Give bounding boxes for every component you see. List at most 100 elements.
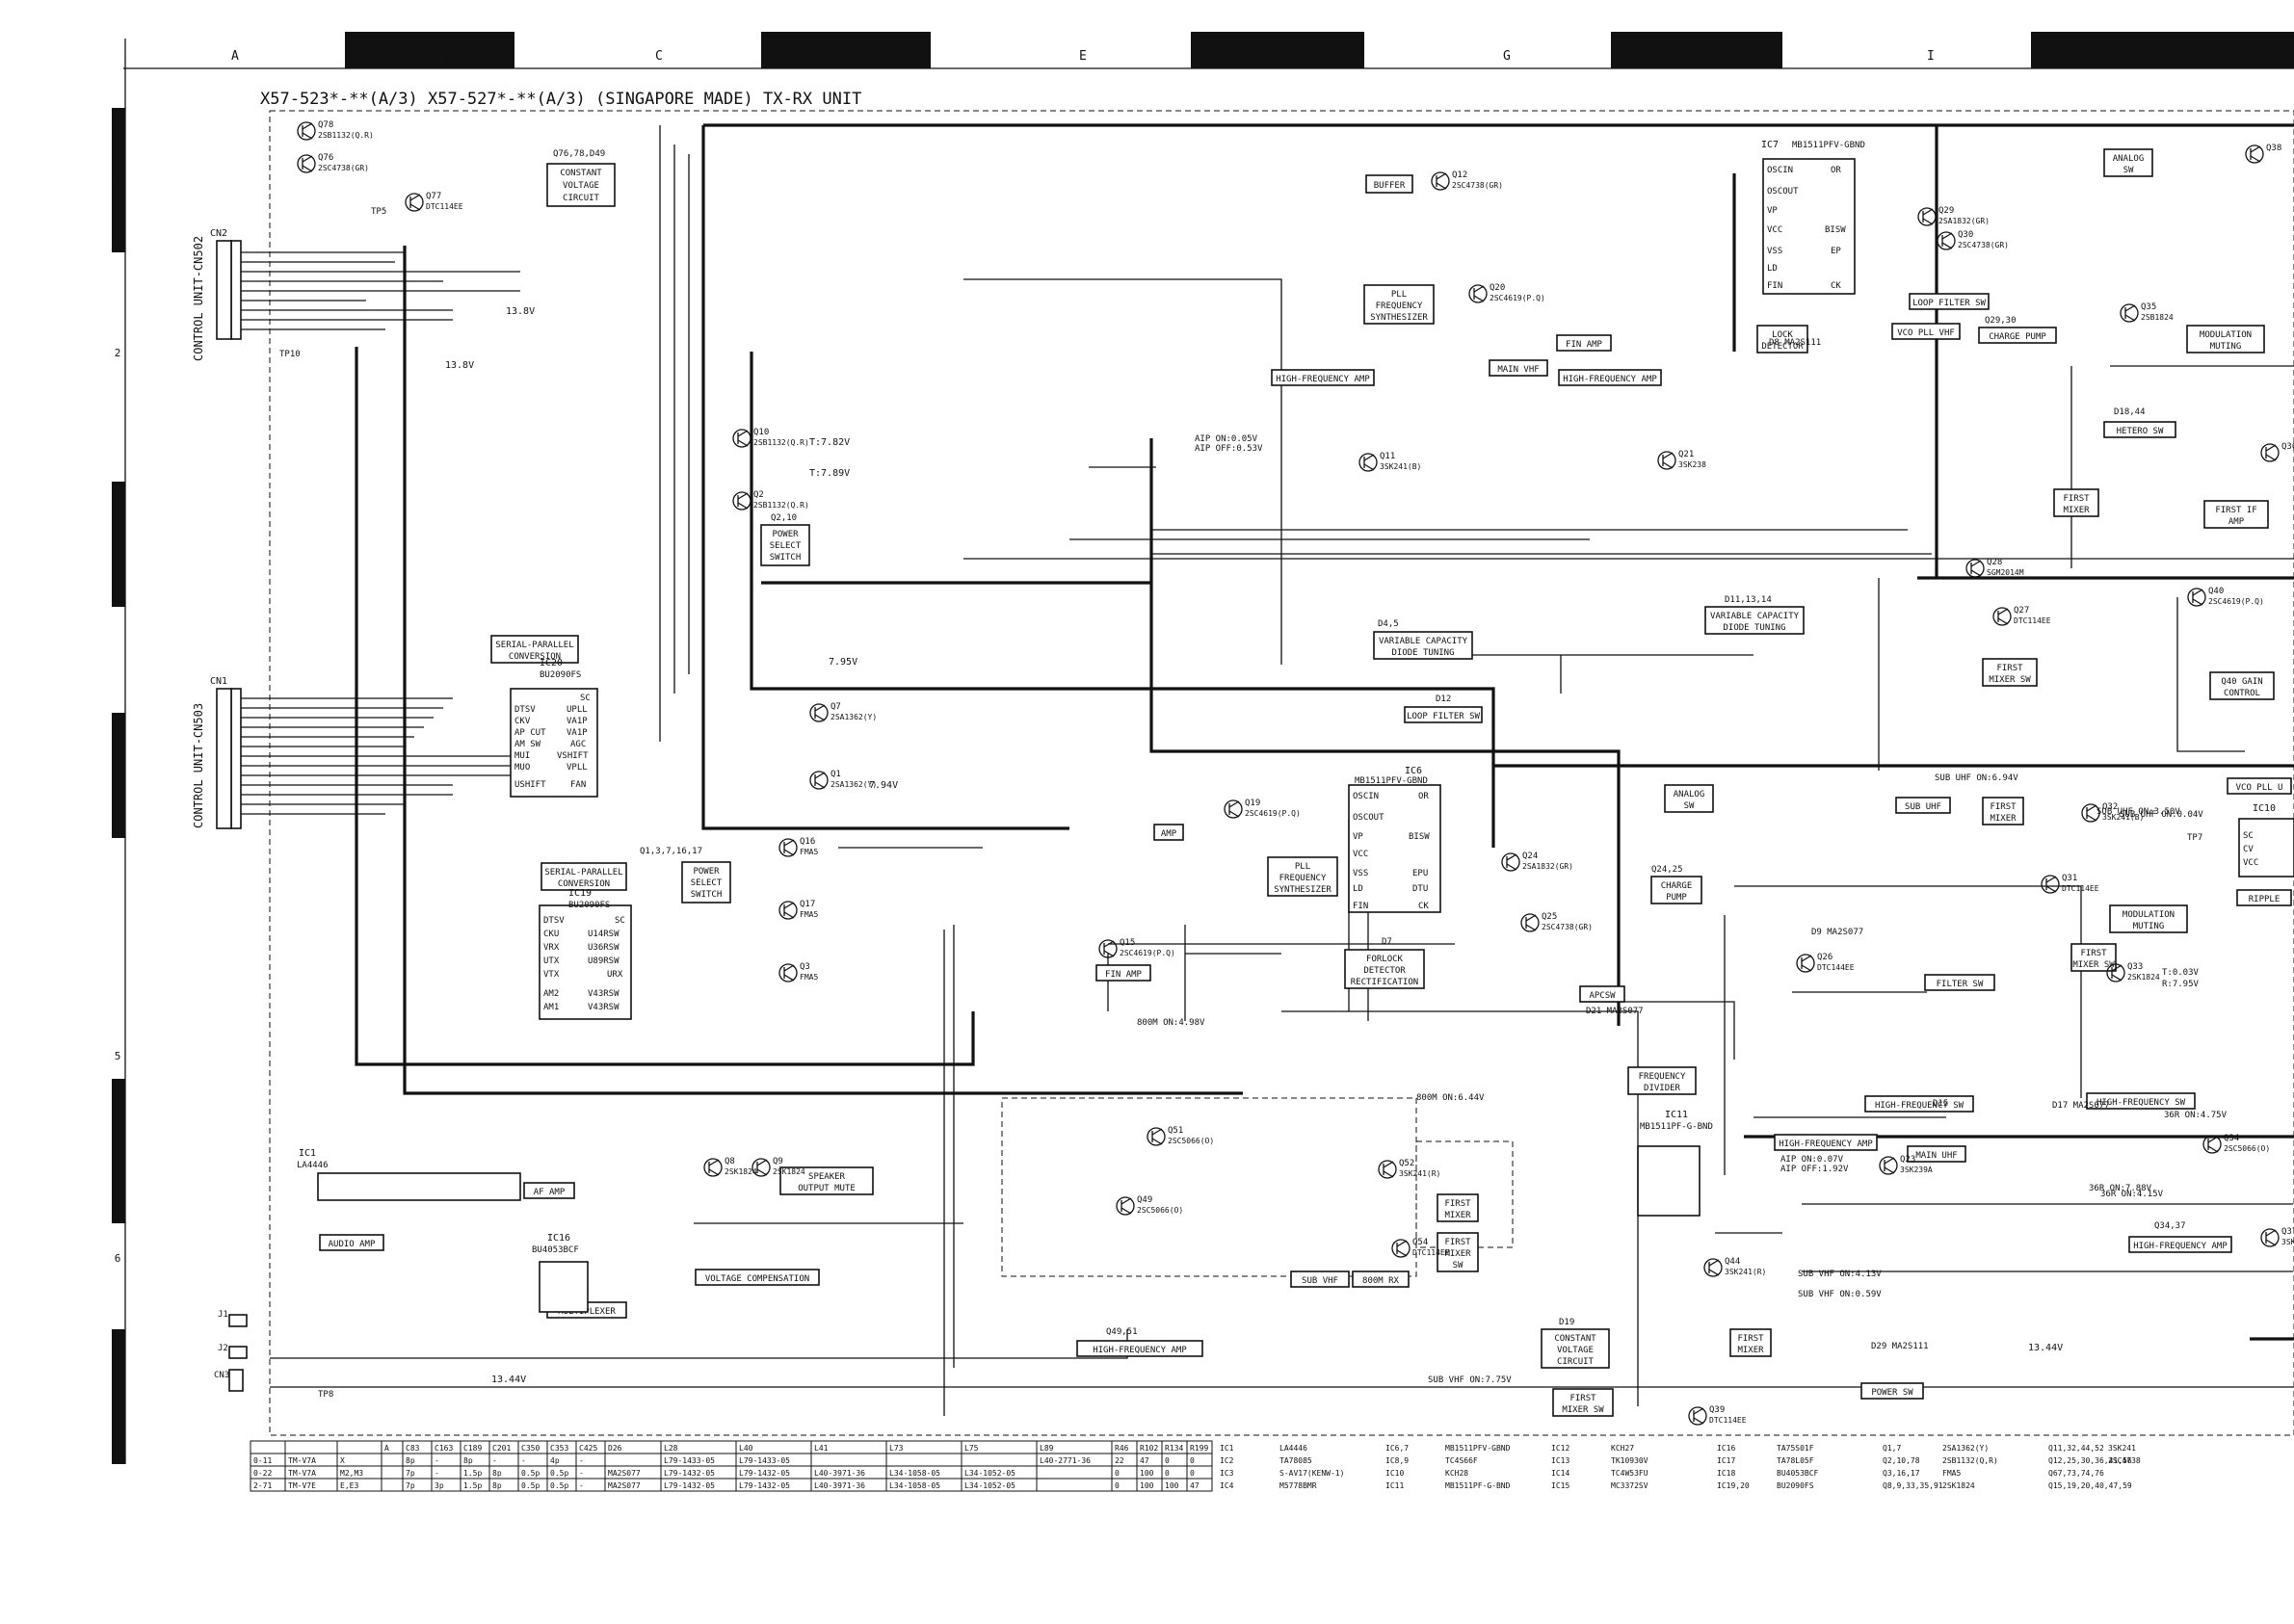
table-cell: 8p xyxy=(406,1456,415,1465)
svg-text:CONSTANT: CONSTANT xyxy=(1554,1334,1596,1344)
ic-packages: IC7 MB1511PFV-GBND OSCIN OSCOUT VP VCC V… xyxy=(297,140,2294,1313)
part-ref: IC14 xyxy=(1551,1469,1569,1478)
block-hfamp3: HIGH-FREQUENCY AMP xyxy=(1774,1134,1878,1151)
part-ref: Q12,25,30,36,41,56 xyxy=(2048,1456,2132,1465)
svg-text:D7: D7 xyxy=(1382,937,1392,947)
svg-text:PLL: PLL xyxy=(1391,290,1407,300)
svg-text:AIP ON:0.05V: AIP ON:0.05V xyxy=(1195,434,1258,444)
transistor-part: 2SC4619(P.Q) xyxy=(2208,597,2264,606)
transistor-ref: Q9 xyxy=(773,1157,783,1166)
svg-text:AIP ON:0.07V: AIP ON:0.07V xyxy=(1780,1155,1844,1165)
part-number: TC4W53FU xyxy=(1611,1469,1648,1478)
svg-text:AMP: AMP xyxy=(2228,517,2245,527)
table-cell: L79-1433-05 xyxy=(664,1456,715,1465)
transistor-ref: Q23 xyxy=(1900,1155,1915,1165)
svg-text:VCC: VCC xyxy=(1767,225,1782,235)
svg-text:MB1511PFV-GBND: MB1511PFV-GBND xyxy=(1355,776,1428,786)
transistor-ref: Q33 xyxy=(2127,962,2143,972)
svg-text:APCSW: APCSW xyxy=(1589,991,1616,1001)
svg-text:36R ON:4.15V: 36R ON:4.15V xyxy=(2100,1190,2164,1199)
part-number: FMA5 xyxy=(1942,1469,1961,1478)
unit-title: X57-523*-**(A/3) X57-527*-**(A/3) (SINGA… xyxy=(260,90,861,109)
block-buffer: BUFFER xyxy=(1365,174,1413,194)
svg-text:VP: VP xyxy=(1767,206,1778,216)
table-cell: L40-3971-36 xyxy=(814,1469,865,1478)
block-apcsw: APCSW xyxy=(1579,985,1625,1003)
svg-text:TP7: TP7 xyxy=(2187,833,2202,843)
table-cell: 100 xyxy=(1140,1469,1154,1478)
block-hfsw2: HIGH-FREQUENCY SW xyxy=(2086,1092,2196,1110)
svg-text:LOOP FILTER SW: LOOP FILTER SW xyxy=(1912,299,1986,308)
block-subuhf: SUB UHF xyxy=(1895,797,1951,814)
svg-text:HIGH-FREQUENCY AMP: HIGH-FREQUENCY AMP xyxy=(1093,1346,1187,1355)
transistor-part: 2SC4738(GR) xyxy=(1452,181,1503,190)
svg-text:T:7.89V: T:7.89V xyxy=(809,468,850,479)
column-letter: I xyxy=(1927,49,1935,64)
ic11: IC11 MB1511PF-G-BND xyxy=(1637,1110,1713,1217)
transistor-ref: Q76 xyxy=(318,153,333,163)
svg-text:TP8: TP8 xyxy=(318,1390,333,1400)
table-header: A xyxy=(384,1444,389,1453)
svg-text:SELECT: SELECT xyxy=(691,878,723,888)
svg-text:13.8V: 13.8V xyxy=(445,360,474,371)
svg-text:VSHIFT: VSHIFT xyxy=(557,751,589,761)
table-cell: 0-11 xyxy=(253,1456,272,1465)
svg-text:URX: URX xyxy=(607,970,623,980)
block-vcopll2: VCO PLL U xyxy=(2227,777,2292,795)
block-hfamp1: HIGH-FREQUENCY AMP xyxy=(1271,369,1375,386)
svg-text:CONVERSION: CONVERSION xyxy=(509,652,561,662)
block-loopsw: LOOP FILTER SW xyxy=(1909,293,1990,310)
svg-text:Q2,10: Q2,10 xyxy=(771,513,797,523)
svg-text:DTSV: DTSV xyxy=(543,916,565,926)
column-letter: A xyxy=(231,49,239,64)
transistor-part: 3SK238 xyxy=(1678,460,1706,469)
svg-text:VOLTAGE: VOLTAGE xyxy=(563,181,599,191)
part-ref: IC8,9 xyxy=(1385,1456,1409,1465)
column-letter: H xyxy=(1715,49,1723,64)
board-outline xyxy=(269,110,2294,1436)
row-number: 4 xyxy=(115,819,121,831)
svg-text:SUB VHF ON:4.13V: SUB VHF ON:4.13V xyxy=(1798,1270,1882,1279)
svg-text:Q34,37: Q34,37 xyxy=(2154,1221,2186,1231)
svg-text:OR: OR xyxy=(1418,792,1429,801)
svg-text:LA4446: LA4446 xyxy=(297,1161,329,1170)
svg-text:POWER: POWER xyxy=(693,867,720,877)
svg-text:VTX: VTX xyxy=(543,970,560,980)
transistor: Q36 xyxy=(2260,442,2294,462)
table-cell: L34-1058-05 xyxy=(889,1469,940,1478)
row-number: 2 xyxy=(115,347,121,359)
transistor-ref: Q39 xyxy=(1709,1405,1725,1415)
transistor-part: FMA5 xyxy=(800,973,818,982)
svg-text:AF AMP: AF AMP xyxy=(534,1188,566,1197)
table-cell: 47 xyxy=(1140,1456,1149,1465)
block-loopfsw: LOOP FILTER SW xyxy=(1404,706,1483,723)
svg-text:LOOP FILTER SW: LOOP FILTER SW xyxy=(1407,712,1480,721)
part-ref: IC2 xyxy=(1220,1456,1234,1465)
svg-text:Q24,25: Q24,25 xyxy=(1651,865,1683,875)
transistor-part: 2SA1832(GR) xyxy=(1522,862,1573,871)
transistor-part: 2SA1832(GR) xyxy=(1938,217,1990,225)
table-header: C83 xyxy=(406,1444,420,1453)
table-header: C425 xyxy=(579,1444,597,1453)
svg-text:USHIFT: USHIFT xyxy=(514,780,546,790)
table-cell: L79-1432-05 xyxy=(739,1481,790,1490)
svg-text:V43RSW: V43RSW xyxy=(588,989,620,999)
transistor-ref: Q44 xyxy=(1725,1257,1740,1267)
ic1: IC1 LA4446 xyxy=(297,1148,521,1201)
svg-text:POWER: POWER xyxy=(772,530,799,539)
svg-text:MIXER: MIXER xyxy=(2063,506,2090,515)
transistor-ref: Q40 xyxy=(2208,587,2224,596)
svg-text:CHARGE PUMP: CHARGE PUMP xyxy=(1989,332,2046,342)
